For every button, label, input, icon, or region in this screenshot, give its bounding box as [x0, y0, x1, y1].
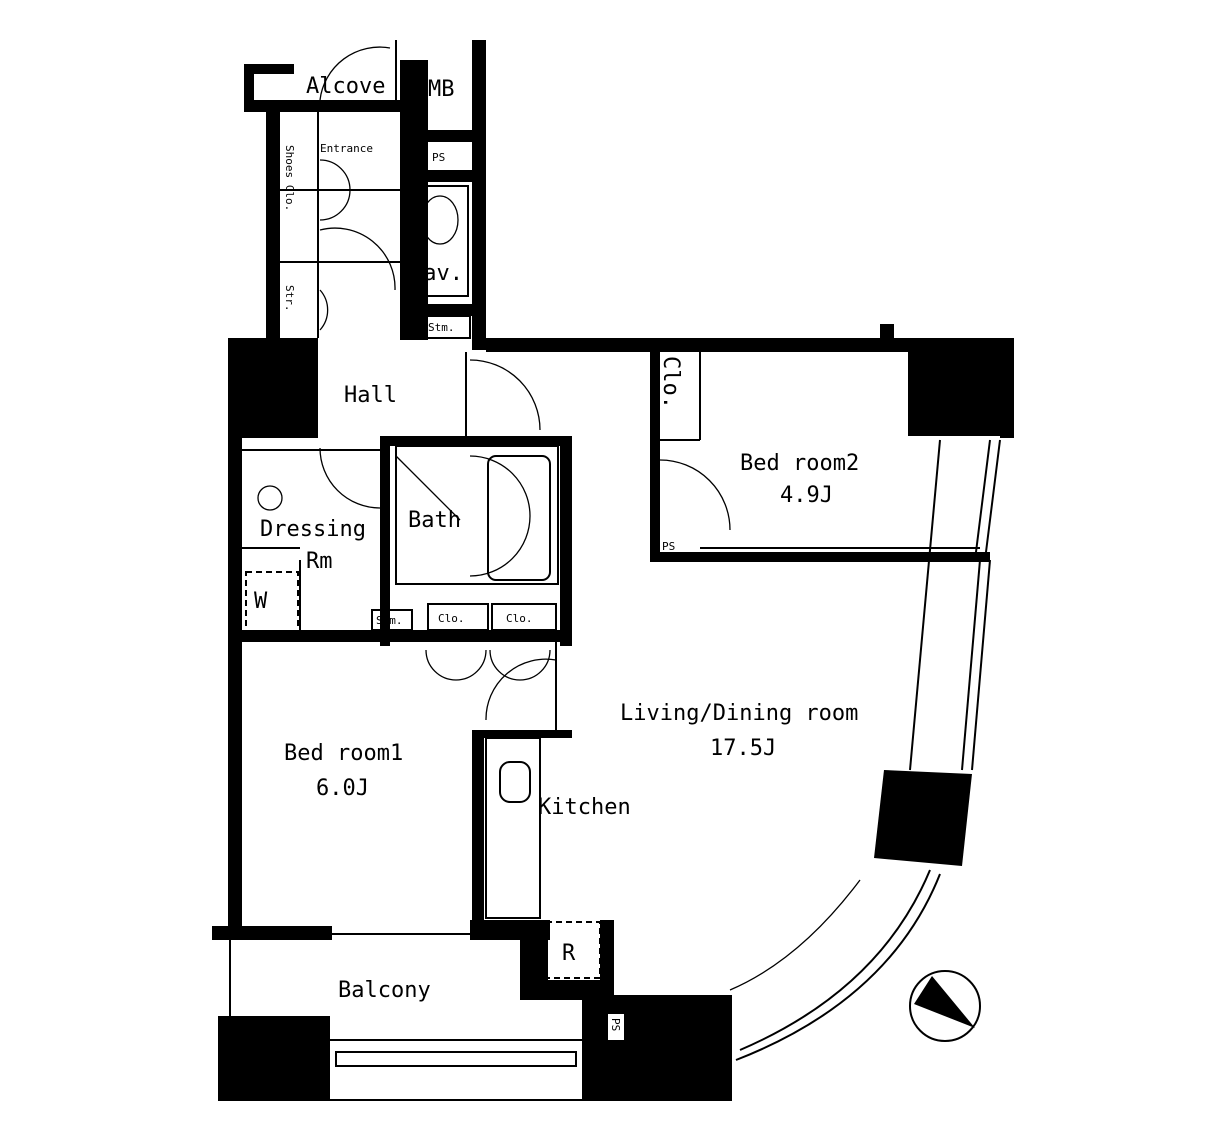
label-closet-bed2: Clo.	[658, 356, 683, 409]
label-hall: Hall	[344, 383, 397, 408]
label-kitchen: Kitchen	[538, 795, 631, 820]
label-bedroom2: Bed room2	[740, 451, 859, 476]
label-living-size: 17.5J	[710, 736, 776, 761]
label-storage-lav: Stm.	[428, 321, 455, 334]
label-bedroom2-size: 4.9J	[780, 483, 833, 508]
label-ps-bed2: PS	[662, 540, 675, 553]
label-lavatory: Lav.	[410, 261, 463, 286]
label-ps-bottom: PS	[609, 1018, 622, 1031]
label-dressing: Dressing	[260, 517, 366, 542]
walls	[212, 40, 1014, 1100]
room-labels: Alcove MB Entrance Shoes Clo. PS Lav. St…	[254, 74, 859, 1040]
label-storage-left: Str.	[283, 285, 296, 312]
label-bath: Bath	[408, 508, 461, 533]
label-living: Living/Dining room	[620, 701, 858, 726]
label-closet1: Clo.	[438, 612, 465, 625]
label-shoes-closet: Shoes Clo.	[283, 145, 296, 211]
label-balcony: Balcony	[338, 978, 431, 1003]
label-ps-top: PS	[432, 151, 445, 164]
label-refrigerator: R	[562, 941, 576, 966]
label-bedroom1: Bed room1	[284, 741, 403, 766]
north-arrow-icon	[909, 970, 981, 1042]
label-closet2: Clo.	[506, 612, 533, 625]
label-storage-dressing: Stm.	[376, 614, 403, 627]
fixtures	[218, 40, 1001, 1101]
label-washer: W	[254, 589, 268, 614]
label-bedroom1-size: 6.0J	[316, 776, 369, 801]
label-dressing-rm: Rm	[306, 549, 333, 574]
label-entrance: Entrance	[320, 142, 373, 155]
label-alcove: Alcove	[306, 74, 385, 99]
label-mb: MB	[428, 77, 455, 102]
